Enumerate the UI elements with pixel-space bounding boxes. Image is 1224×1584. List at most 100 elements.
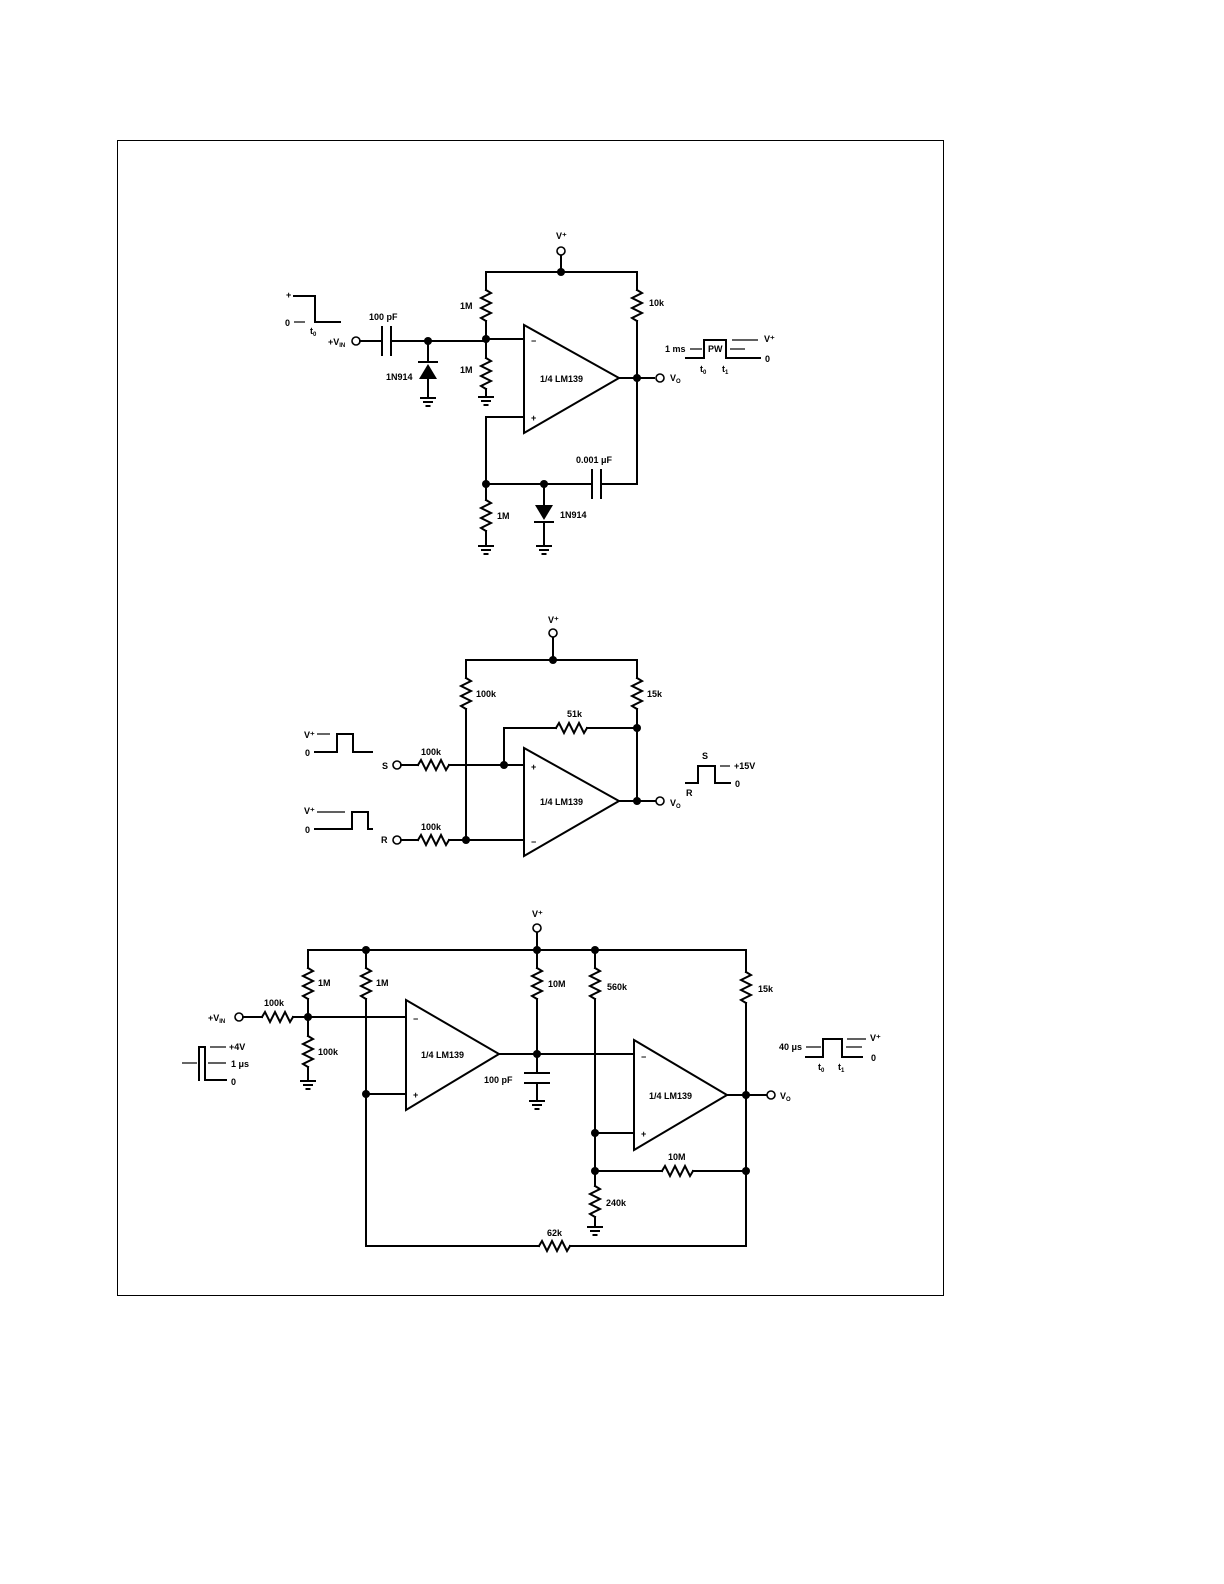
- resistor-1m-div: [300, 966, 316, 1001]
- svg-text:0: 0: [231, 1077, 236, 1087]
- label-100k-r: 100k: [421, 822, 442, 832]
- label-1m-div: 1M: [318, 978, 331, 988]
- label-51k: 51k: [567, 709, 583, 719]
- label-100pf-timing: 100 pF: [484, 1075, 513, 1085]
- resistor-100k-div: [300, 1034, 316, 1069]
- svg-text:PW: PW: [708, 344, 723, 354]
- opamp-3a-label: 1/4 LM139: [421, 1050, 464, 1060]
- svg-text:+15V: +15V: [734, 761, 755, 771]
- svg-text:VO: VO: [670, 798, 681, 810]
- svg-text:S: S: [702, 751, 708, 761]
- svg-text:−: −: [413, 1014, 418, 1024]
- resistor-1m-feedback: [478, 498, 494, 533]
- vin-terminal-3: [234, 1012, 244, 1022]
- label-240k: 240k: [606, 1198, 627, 1208]
- resistor-100k-in: [260, 1009, 295, 1025]
- svg-text:+: +: [531, 413, 536, 423]
- svg-text:0: 0: [285, 318, 290, 328]
- svg-text:V⁺: V⁺: [304, 730, 315, 740]
- svg-text:+4V: +4V: [229, 1042, 245, 1052]
- resistor-100k-top: [458, 676, 474, 711]
- svg-text:−: −: [641, 1052, 646, 1062]
- svg-text:t1: t1: [838, 1062, 845, 1074]
- label-100k-s: 100k: [421, 747, 442, 757]
- svg-text:0: 0: [735, 779, 740, 789]
- opamp-2: [523, 746, 622, 858]
- svg-text:t0: t0: [818, 1062, 825, 1074]
- label-15k: 15k: [647, 689, 663, 699]
- vo-terminal: [655, 373, 665, 383]
- latch-output-wave: [685, 765, 731, 784]
- figure-frame: [117, 140, 944, 1296]
- output-pulse-wave: [685, 339, 761, 359]
- output-40us-wave: [805, 1038, 863, 1058]
- r-terminal: [392, 835, 402, 845]
- svg-text:0: 0: [765, 354, 770, 364]
- input-narrow-pulse: [198, 1046, 227, 1081]
- label-1m-ref: 1M: [376, 978, 389, 988]
- s-input-label: S: [382, 761, 388, 771]
- svg-text:+VIN: +VIN: [208, 1013, 225, 1025]
- label-1n914-feedback: 1N914: [560, 510, 587, 520]
- resistor-10m-timing: [529, 966, 545, 1001]
- svg-text:+: +: [641, 1129, 646, 1139]
- svg-text:−: −: [531, 837, 536, 847]
- resistor-1m-top: [478, 288, 494, 323]
- svg-text:V⁺: V⁺: [870, 1033, 881, 1043]
- label-1m-bottom: 1M: [460, 365, 473, 375]
- vplus-terminal-2: [548, 628, 558, 638]
- resistor-10m-hyst: [660, 1163, 695, 1179]
- diode-1n914-input: [419, 364, 437, 379]
- s-input-wave: [314, 733, 373, 753]
- svg-text:V⁺: V⁺: [304, 806, 315, 816]
- resistor-15k-3: [738, 970, 754, 1005]
- svg-text:40 μs: 40 μs: [779, 1042, 802, 1052]
- label-1n914-input: 1N914: [386, 372, 413, 382]
- label-10m-timing: 10M: [548, 979, 566, 989]
- opamp-3a: [405, 998, 501, 1112]
- opamp-1: [523, 323, 622, 435]
- label-100k-div: 100k: [318, 1047, 339, 1057]
- label-100pf: 100 pF: [369, 312, 398, 322]
- svg-text:V⁺: V⁺: [764, 334, 775, 344]
- svg-text:R: R: [686, 788, 693, 798]
- label-100k-in: 100k: [264, 998, 285, 1008]
- opamp-3b: [633, 1038, 729, 1152]
- s-terminal: [392, 760, 402, 770]
- svg-text:1 ms: 1 ms: [665, 344, 686, 354]
- svg-text:+: +: [531, 762, 536, 772]
- svg-text:−: −: [531, 336, 536, 346]
- label-10m-hyst: 10M: [668, 1152, 686, 1162]
- vo-terminal-3: [766, 1090, 776, 1100]
- svg-text:V⁺: V⁺: [548, 615, 559, 625]
- opamp-1-label: 1/4 LM139: [540, 374, 583, 384]
- vin-terminal: [351, 336, 361, 346]
- resistor-1m-bottom: [478, 356, 494, 391]
- resistor-100k-s: [416, 757, 451, 773]
- svg-text:+: +: [413, 1090, 418, 1100]
- resistor-15k: [629, 676, 645, 711]
- label-10k: 10k: [649, 298, 665, 308]
- svg-text:V⁺: V⁺: [532, 909, 543, 919]
- svg-text:+: +: [286, 290, 291, 300]
- svg-text:VO: VO: [670, 373, 681, 385]
- resistor-560k: [587, 966, 603, 1001]
- r-input-wave: [314, 811, 373, 830]
- svg-text:0: 0: [871, 1053, 876, 1063]
- r-input-label: R: [381, 835, 388, 845]
- vplus-terminal: [556, 246, 566, 256]
- vin-label: +VIN: [328, 337, 345, 349]
- svg-text:1 μs: 1 μs: [231, 1059, 249, 1069]
- svg-text:t1: t1: [722, 364, 729, 376]
- opamp-2-label: 1/4 LM139: [540, 797, 583, 807]
- opamp-3b-label: 1/4 LM139: [649, 1091, 692, 1101]
- svg-text:t0: t0: [700, 364, 707, 376]
- resistor-240k: [587, 1184, 603, 1219]
- diode-1n914-feedback: [535, 505, 553, 520]
- svg-text:0: 0: [305, 825, 310, 835]
- resistor-10k: [629, 288, 645, 323]
- vplus-terminal-3: [532, 923, 542, 933]
- resistor-1m-ref: [358, 966, 374, 1001]
- vo-terminal-2: [655, 796, 665, 806]
- circuit-sr-latch: V⁺ 100k 15k 51k S 100k R 100k: [304, 615, 755, 858]
